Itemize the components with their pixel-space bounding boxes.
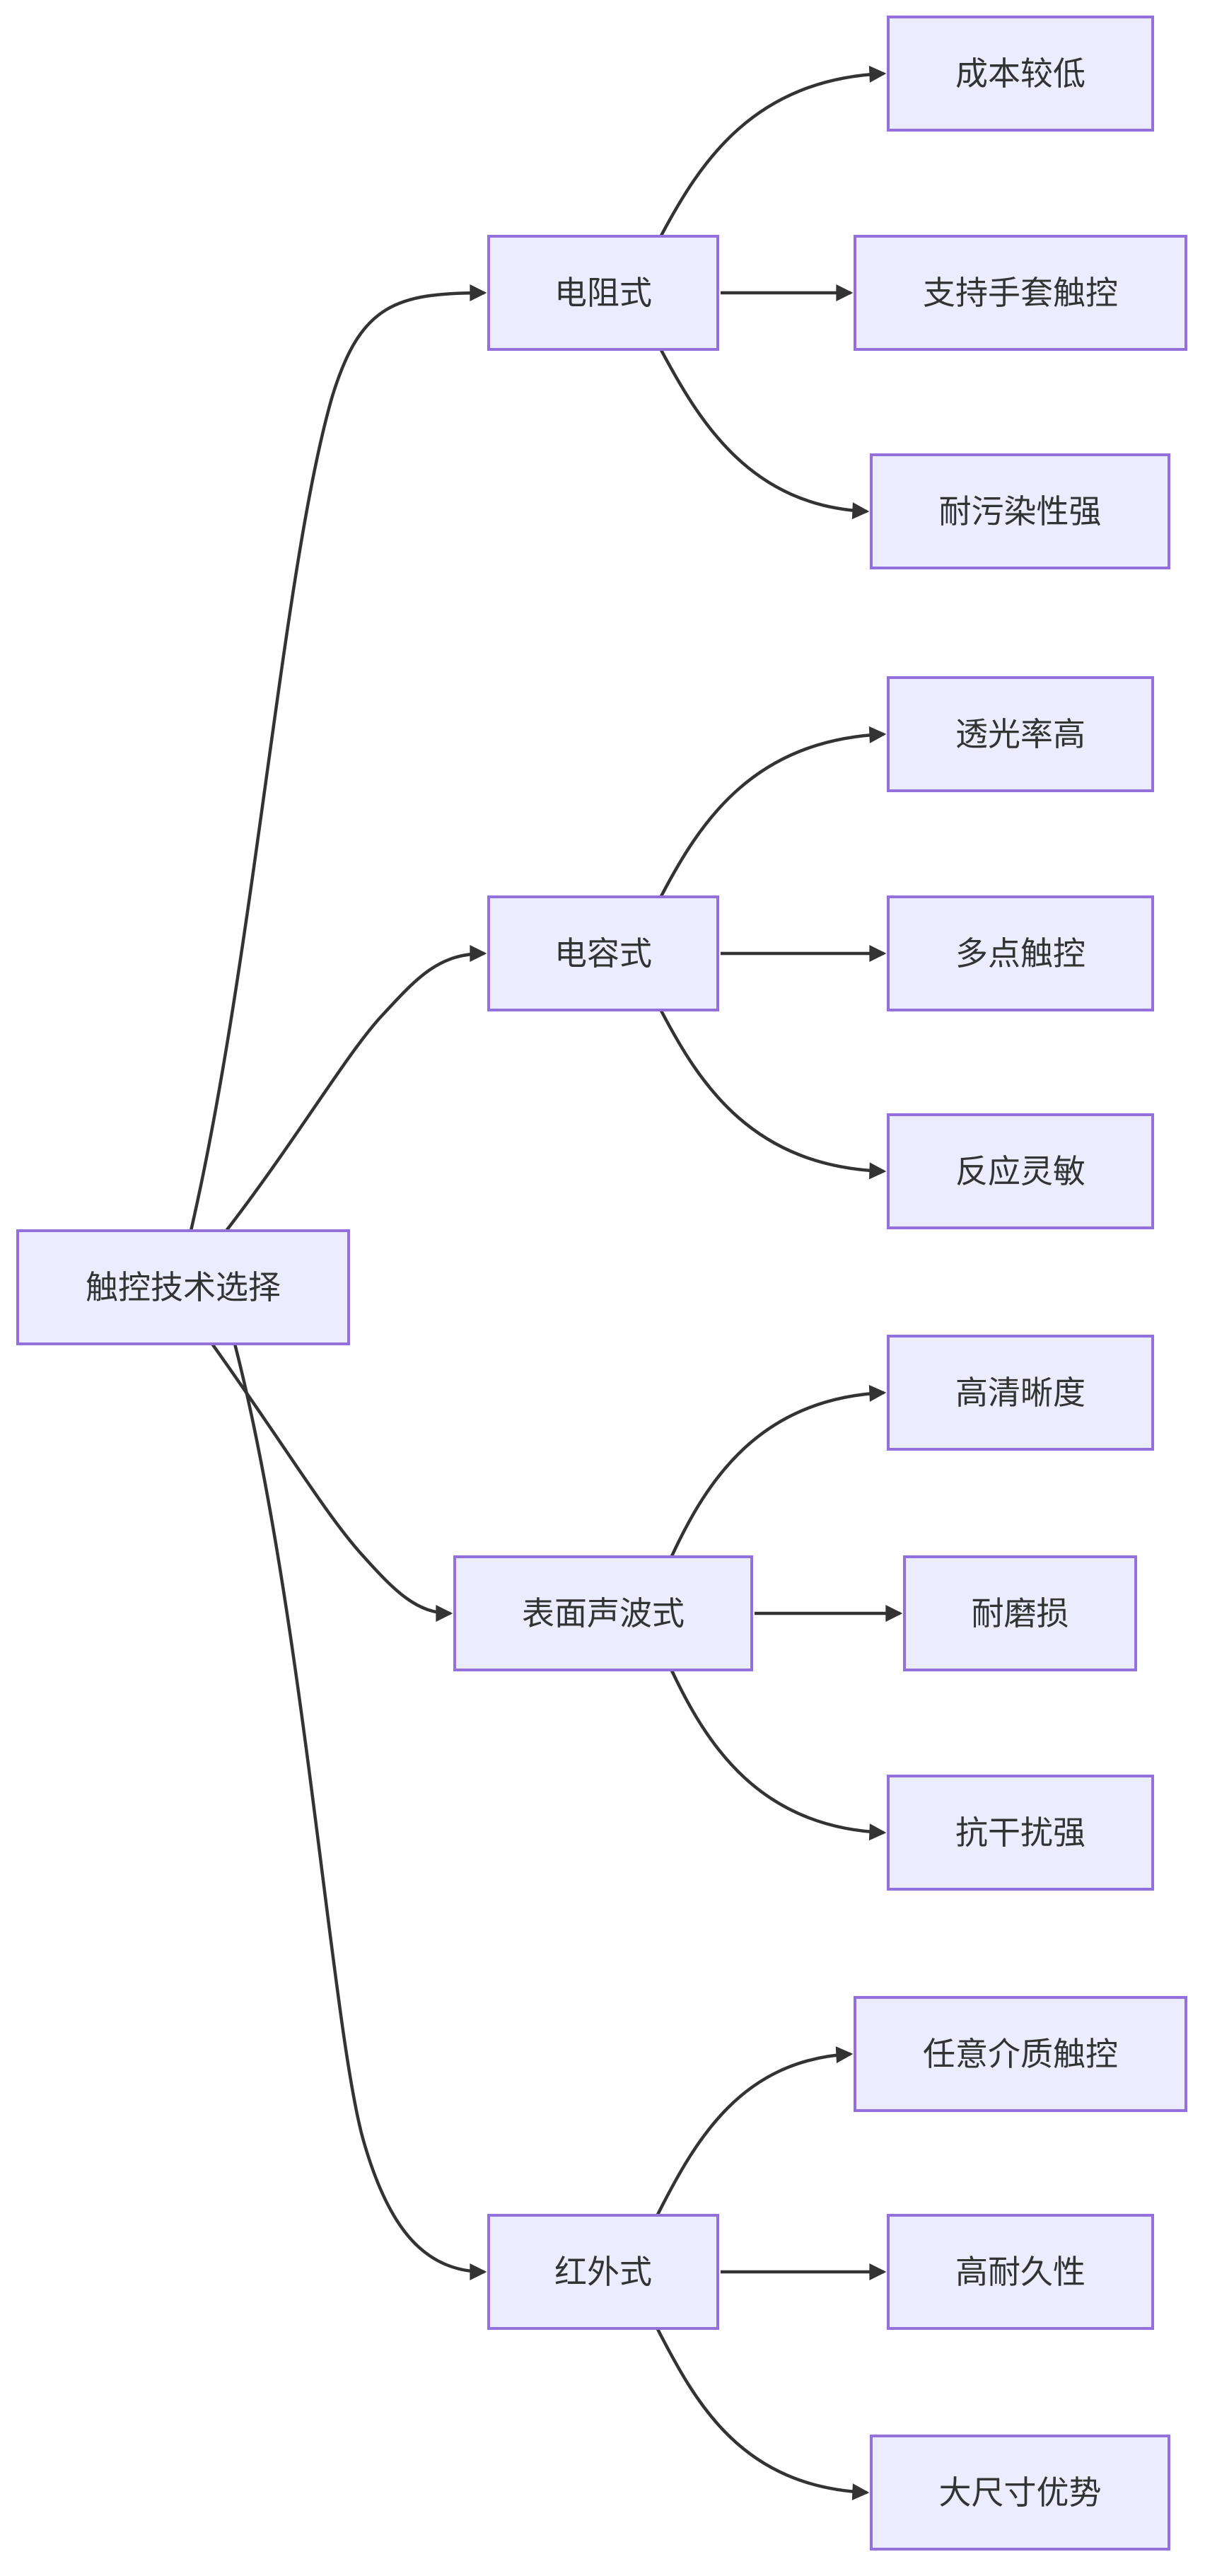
edge-resistive-to-leaf-1 [660, 65, 887, 237]
edge-infrared-to-leaf-1 [656, 2046, 854, 2216]
node-root-touch-technology-selection: 触控技术选择 [16, 1229, 350, 1345]
edge-capacitive-to-leaf-1 [660, 726, 887, 898]
node-leaf-low-cost: 成本较低 [887, 16, 1154, 132]
edge-root-to-capacitive [225, 945, 487, 1232]
node-leaf-contamination-resistant: 耐污染性强 [870, 453, 1170, 569]
node-leaf-multi-touch: 多点触控 [887, 895, 1154, 1011]
node-leaf-high-durability: 高耐久性 [887, 2214, 1154, 2330]
node-leaf-high-light-transmittance: 透光率高 [887, 676, 1154, 792]
edge-infrared-to-leaf-3 [656, 2328, 870, 2501]
node-leaf-responsive: 反应灵敏 [887, 1113, 1154, 1229]
edge-root-to-infrared [233, 1343, 487, 2280]
edge-root-to-saw [211, 1342, 453, 1622]
node-leaf-high-clarity: 高清晰度 [887, 1335, 1154, 1451]
edge-capacitive-to-leaf-3 [660, 1009, 887, 1180]
node-branch-capacitive: 电容式 [487, 895, 719, 1011]
node-branch-surface-acoustic-wave: 表面声波式 [453, 1555, 753, 1671]
edge-resistive-to-leaf-3 [660, 349, 870, 520]
edge-saw-to-leaf-1 [670, 1384, 887, 1557]
edge-saw-to-leaf-3 [670, 1670, 887, 1841]
node-leaf-interference-resistant: 抗干扰强 [887, 1775, 1154, 1891]
node-leaf-any-medium-touch: 任意介质触控 [854, 1996, 1187, 2112]
node-leaf-glove-touch-support: 支持手套触控 [854, 235, 1187, 351]
node-leaf-large-size-advantage: 大尺寸优势 [870, 2435, 1170, 2551]
node-leaf-wear-resistant: 耐磨损 [903, 1555, 1137, 1671]
node-branch-resistive: 电阻式 [487, 235, 719, 351]
edge-root-to-resistive [189, 284, 487, 1231]
node-branch-infrared: 红外式 [487, 2214, 719, 2330]
